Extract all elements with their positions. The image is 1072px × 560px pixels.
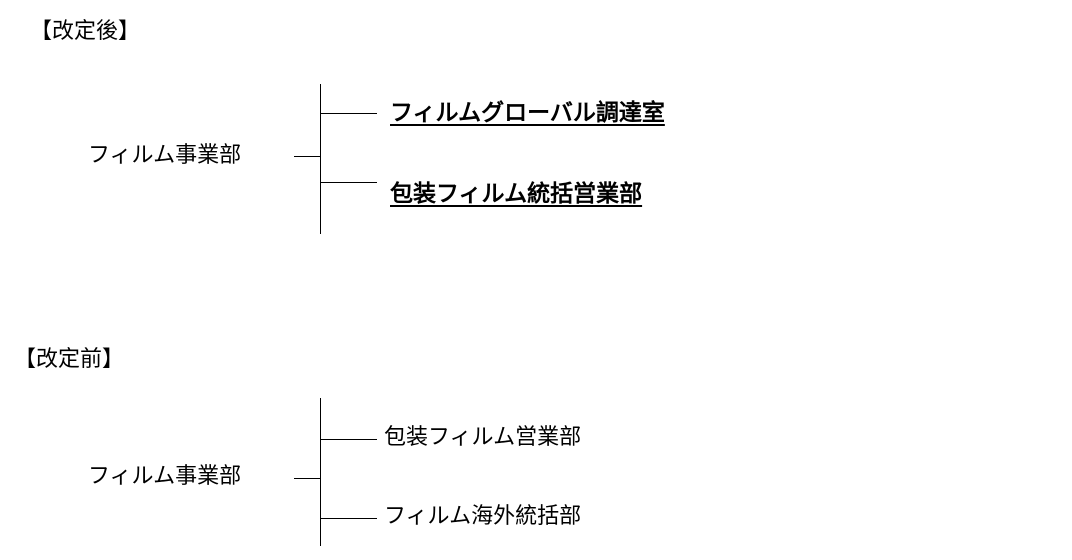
after-child-2: 包装フィルム統括営業部 <box>390 181 643 207</box>
before-vertical-line <box>320 398 321 546</box>
before-child-2: フィルム海外統括部 <box>384 504 582 529</box>
after-branch-1 <box>321 113 377 114</box>
before-child-1: 包装フィルム営業部 <box>384 425 582 450</box>
after-child-1: フィルムグローバル調達室 <box>390 100 665 126</box>
after-branch-2 <box>321 182 377 183</box>
before-branch-1 <box>321 439 377 440</box>
before-parent-connector <box>294 478 320 479</box>
after-parent-label: フィルム事業部 <box>88 143 242 168</box>
after-vertical-line <box>320 84 321 234</box>
after-parent-connector <box>294 156 320 157</box>
before-branch-2 <box>321 518 377 519</box>
before-title: 【改定前】 <box>14 347 125 372</box>
after-title: 【改定後】 <box>30 19 141 44</box>
before-parent-label: フィルム事業部 <box>88 464 242 489</box>
